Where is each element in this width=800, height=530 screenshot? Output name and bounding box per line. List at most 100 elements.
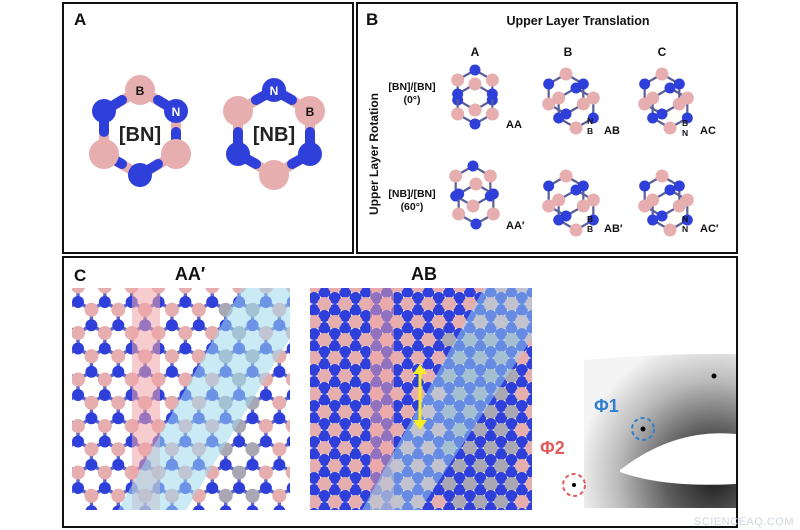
site-label-bottom: N bbox=[682, 224, 688, 234]
nitrogen-atom bbox=[287, 520, 299, 526]
boron-atom bbox=[536, 315, 550, 329]
boron-atom bbox=[285, 466, 290, 479]
bond bbox=[293, 460, 303, 466]
site-label-top: B bbox=[682, 118, 688, 128]
nitrogen-atom bbox=[298, 274, 310, 286]
nitrogen-atom bbox=[328, 412, 341, 424]
nitrogen-atom bbox=[72, 342, 84, 355]
nitrogen-atom bbox=[517, 508, 527, 510]
bond bbox=[408, 514, 418, 520]
bond bbox=[459, 514, 469, 520]
nitrogen-atom bbox=[495, 436, 508, 448]
bond bbox=[78, 279, 91, 287]
bond bbox=[90, 509, 91, 510]
bond bbox=[118, 509, 120, 510]
boron-atom bbox=[536, 387, 550, 401]
boron-atom bbox=[452, 288, 467, 293]
boron-atom bbox=[97, 326, 112, 340]
boron-atom bbox=[310, 481, 311, 487]
nitrogen-atom bbox=[246, 458, 259, 471]
nitrogen-atom bbox=[422, 322, 435, 334]
boron-atom bbox=[525, 261, 539, 275]
nitrogen-atom bbox=[349, 472, 362, 484]
panel-c-figure: AA′ AB Φ1 Φ2 bbox=[64, 258, 736, 526]
bond bbox=[306, 279, 319, 287]
nitrogen-atom bbox=[401, 288, 414, 298]
bond bbox=[314, 514, 324, 520]
boron-atom bbox=[655, 67, 669, 81]
boron-atom bbox=[514, 387, 529, 401]
boron-atom bbox=[525, 405, 532, 419]
nitrogen-atom bbox=[339, 274, 351, 286]
nitrogen-atom bbox=[318, 430, 331, 442]
nitrogen-atom bbox=[85, 412, 98, 425]
diffraction-spot bbox=[640, 426, 646, 432]
boron-atom bbox=[327, 459, 342, 473]
shift-arrow-head bbox=[413, 364, 427, 374]
boron-atom bbox=[310, 423, 321, 437]
boron-atom bbox=[451, 73, 465, 87]
nitrogen-atom bbox=[339, 466, 352, 478]
bond bbox=[356, 280, 366, 286]
boron-atom bbox=[546, 477, 560, 491]
bond bbox=[293, 349, 306, 357]
bond bbox=[387, 514, 397, 520]
nitrogen-atom bbox=[474, 520, 486, 526]
nitrogen-atom bbox=[432, 304, 445, 316]
boron-atom bbox=[483, 405, 498, 419]
boron-atom bbox=[536, 423, 550, 437]
boron-atom bbox=[111, 302, 126, 317]
bond bbox=[293, 442, 306, 450]
boron-atom bbox=[219, 258, 233, 270]
boron-atom bbox=[494, 459, 509, 473]
boron-atom bbox=[559, 169, 573, 183]
boron-atom bbox=[245, 488, 260, 503]
nitrogen-atom bbox=[463, 466, 476, 478]
nitrogen-atom bbox=[328, 436, 341, 448]
nitrogen-atom bbox=[515, 376, 528, 388]
nitrogen-atom bbox=[639, 180, 651, 192]
lattice-title-ab: AB bbox=[411, 264, 437, 284]
nitrogen-atom bbox=[339, 430, 352, 442]
bond bbox=[531, 424, 532, 426]
boron-atom bbox=[400, 333, 415, 347]
bond bbox=[543, 496, 553, 502]
boron-atom bbox=[72, 288, 85, 294]
nitrogen-atom bbox=[310, 364, 320, 376]
boron-atom bbox=[258, 419, 273, 433]
aa-prime-lattice bbox=[64, 258, 319, 510]
boron-atom bbox=[97, 465, 112, 480]
nitrogen-atom bbox=[505, 454, 518, 466]
nitrogen-atom bbox=[485, 274, 497, 286]
nitrogen-atom bbox=[647, 112, 659, 124]
site-label-top: N bbox=[587, 116, 593, 126]
bond bbox=[543, 460, 553, 466]
bond bbox=[145, 509, 147, 510]
boron-atom bbox=[327, 495, 342, 509]
nitrogen-atom bbox=[359, 430, 372, 442]
boron-atom bbox=[359, 261, 373, 275]
boron-atom bbox=[485, 107, 499, 121]
nitrogen-atom bbox=[273, 505, 286, 510]
nitrogen-atom bbox=[391, 412, 404, 424]
stacking-label: AA bbox=[506, 119, 522, 131]
nitrogen-atom bbox=[515, 400, 528, 412]
bond bbox=[553, 316, 563, 322]
bond bbox=[397, 514, 407, 520]
nitrogen-atom bbox=[98, 482, 111, 494]
nitrogen-atom bbox=[547, 394, 559, 406]
bond bbox=[366, 514, 376, 520]
nitrogen-atom bbox=[547, 286, 559, 298]
boron-atom bbox=[504, 405, 519, 419]
boron-atom bbox=[317, 333, 332, 347]
boron-atom bbox=[504, 441, 519, 455]
panel-a-label: A bbox=[74, 10, 87, 29]
bond bbox=[64, 442, 65, 450]
boron-atom bbox=[310, 373, 311, 379]
nitrogen-atom bbox=[453, 292, 466, 304]
bond bbox=[278, 509, 279, 510]
boron-atom bbox=[348, 387, 363, 401]
nitrogen-atom bbox=[298, 466, 310, 478]
boron-atom bbox=[542, 199, 556, 213]
boron-atom bbox=[473, 459, 488, 473]
